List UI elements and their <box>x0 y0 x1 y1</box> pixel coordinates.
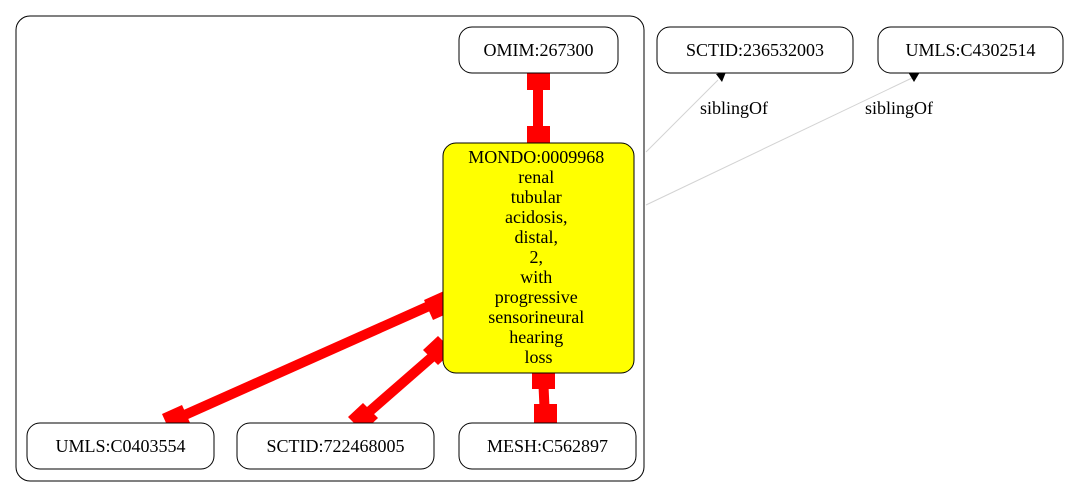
node-omim[interactable]: OMIM:267300 <box>458 26 619 74</box>
node-umls-top-label: UMLS:C4302514 <box>905 40 1035 60</box>
node-mondo-line: acidosis, <box>505 207 568 227</box>
node-sctid-bottom[interactable]: SCTID:722468005 <box>236 422 435 470</box>
node-umls-bottom-label: UMLS:C0403554 <box>55 436 185 456</box>
node-mondo-line: distal, <box>515 227 559 247</box>
node-mondo-label: MONDO:0009968 renal tubular acidosis, di… <box>468 147 609 367</box>
equivalence-edge-mesh <box>532 367 557 426</box>
node-sctid-top-label: SCTID:236532003 <box>686 40 824 60</box>
equivalence-edge-umls-bottom <box>162 291 453 434</box>
node-omim-label: OMIM:267300 <box>483 40 593 60</box>
sibling-edge-2-arrowhead <box>908 72 920 82</box>
equivalence-edge-mesh-head <box>534 404 557 426</box>
sibling-edge-2: siblingOf <box>645 72 933 206</box>
node-umls-top[interactable]: UMLS:C4302514 <box>877 26 1064 74</box>
sibling-edge-1: siblingOf <box>645 72 768 153</box>
sibling-edge-1-arrowhead <box>716 72 726 82</box>
node-mondo-line: MONDO:0009968 <box>468 147 604 167</box>
equivalence-edge-omim <box>527 68 550 148</box>
node-mondo-box <box>442 142 635 374</box>
sibling-edge-1-label: siblingOf <box>700 98 768 118</box>
node-mondo-line: tubular <box>511 187 562 207</box>
node-sctid-bottom-label: SCTID:722468005 <box>266 436 404 456</box>
node-mondo-line: sensorineural <box>488 307 584 327</box>
node-mondo-line: loss <box>524 347 552 367</box>
node-mesh[interactable]: MESH:C562897 <box>458 422 637 470</box>
node-mondo-line: renal <box>518 167 554 187</box>
node-mondo-line: progressive <box>495 287 578 307</box>
sibling-edge-2-label: siblingOf <box>865 98 933 118</box>
node-mondo-line: hearing <box>509 327 563 347</box>
node-sctid-top[interactable]: SCTID:236532003 <box>656 26 854 74</box>
node-mondo-line: 2, <box>530 247 544 267</box>
node-mondo-line: with <box>520 267 552 287</box>
equivalence-edge-sctid-bottom <box>348 336 453 432</box>
node-mesh-label: MESH:C562897 <box>487 436 608 456</box>
node-umls-bottom[interactable]: UMLS:C0403554 <box>26 422 215 470</box>
node-mondo[interactable]: MONDO:0009968 renal tubular acidosis, di… <box>442 142 635 374</box>
cluster-box <box>15 15 645 482</box>
